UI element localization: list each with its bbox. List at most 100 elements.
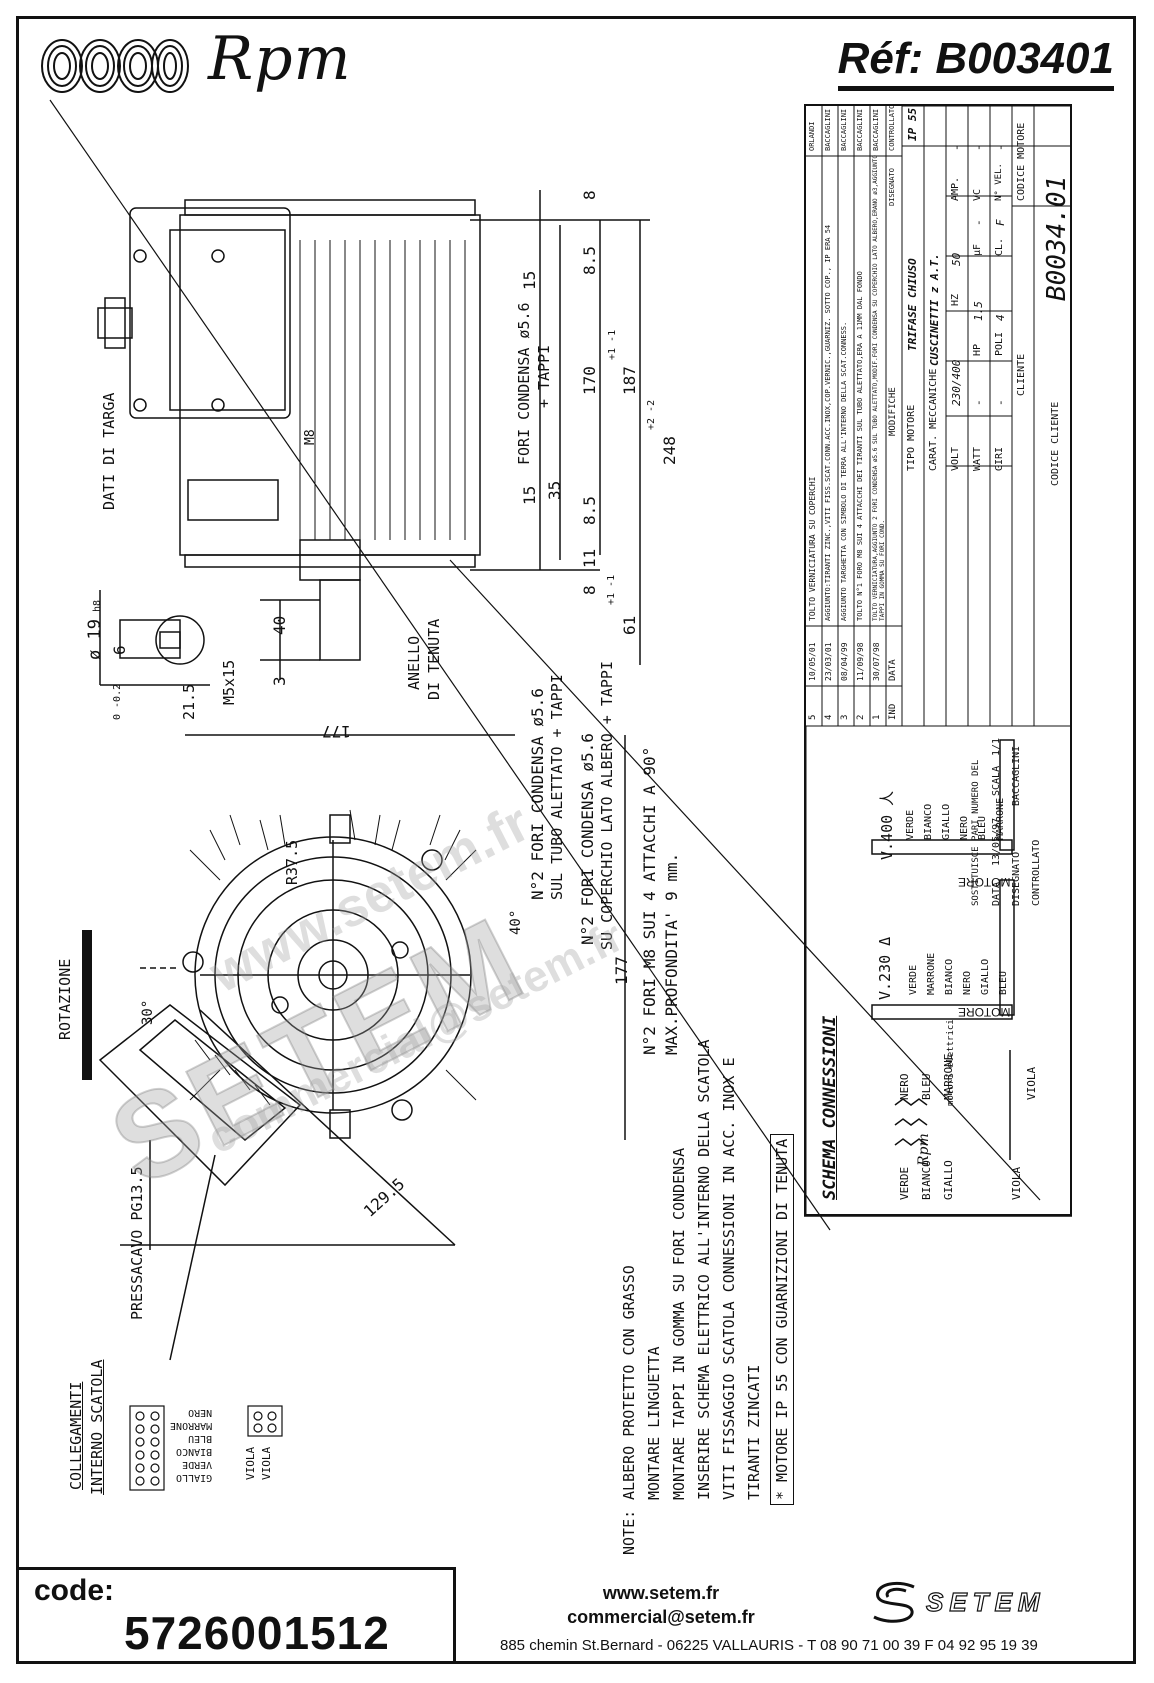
- wire-label: BIANCO: [176, 1446, 213, 1457]
- mod-by: BACCAGLINI: [856, 108, 864, 151]
- footer-address: 885 chemin St.Bernard - 06225 VALLAURIS …: [500, 1637, 1038, 1654]
- dim-40: 40: [270, 615, 289, 635]
- title-block-brand-sub: motori elettrici: [946, 1019, 956, 1106]
- mod-text: TOLTO N°1 FORO M8 SUI 4 ATTACCHI DEI TIR…: [856, 271, 864, 621]
- code-label: code:: [34, 1574, 115, 1607]
- code-value: 5726001512: [124, 1607, 390, 1659]
- mod-date: 10/05/01: [808, 642, 817, 681]
- label-tubo-alettato: SUL TUBO ALETTATO + TAPPI: [548, 674, 566, 900]
- nvel-label: N° VEL.: [994, 163, 1004, 201]
- title-block-brand: Rpm: [916, 1133, 932, 1166]
- disegnato-value: BACCAGLINI: [1011, 745, 1022, 806]
- footer-email-link[interactable]: commercial@setem.fr: [567, 1607, 755, 1627]
- note-line: TIRANTI ZINCATI: [745, 1364, 763, 1500]
- tipo-motore: TRIFASE CHIUSO: [906, 258, 919, 351]
- hz-label: HZ: [950, 293, 961, 306]
- hz-value: 50: [950, 252, 963, 266]
- label-rotazione: ROTAZIONE: [56, 958, 74, 1040]
- dim-r37-5: R37.5: [283, 839, 301, 885]
- footer-web-link[interactable]: www.setem.fr: [602, 1583, 720, 1603]
- dim-8-5-low: 8.5: [580, 496, 599, 525]
- mod-by: BACCAGLINI: [824, 108, 832, 151]
- hp-label: HP: [972, 343, 983, 356]
- controllato-label: CONTROLLATO: [1031, 839, 1042, 906]
- disegnato-label: DISEGNATO: [1011, 851, 1022, 906]
- giri-label: GIRI: [994, 446, 1005, 471]
- label-tappi: + TAPPI: [535, 344, 553, 408]
- collegamenti-subtitle: INTERNO SCATOLA: [88, 1359, 106, 1495]
- mod-date: 08/04/99: [840, 642, 849, 681]
- mod-text: TOLTO VERNICIATURA SU COPERCHI: [808, 476, 817, 622]
- mod-by: ORLANDI: [808, 121, 816, 151]
- dim-187-tol: +1 -1: [607, 329, 618, 360]
- ip-rating: IP 55: [906, 107, 919, 141]
- label-fori-tubo: N°2 FORI CONDENSA ø5.6: [528, 688, 547, 900]
- poli-value: 4: [994, 314, 1007, 321]
- mod-header-controllato: CONTROLLATO: [888, 104, 896, 151]
- data-value: 13/05/97: [991, 817, 1002, 866]
- carat-label: CARAT. MECCANICHE: [928, 368, 939, 471]
- terminal-block-icon: [129, 1405, 283, 1491]
- dim-35: 35: [545, 480, 564, 500]
- scala-label: SCALA: [991, 765, 1002, 796]
- note-line: ALBERO PROTETTO CON GRASSO: [620, 1265, 638, 1500]
- codice-cliente-label: CODICE CLIENTE: [1050, 401, 1061, 486]
- wire-label: GIALLO: [176, 1472, 213, 1483]
- uf-label: µF: [972, 243, 983, 256]
- mod-n: 3: [840, 714, 850, 720]
- setem-swirl-icon: [873, 1581, 915, 1623]
- drawing-sheet: [16, 16, 1136, 1664]
- nvel-value: -: [994, 144, 1007, 151]
- vc-label: VC: [972, 188, 983, 201]
- mod-text: AGGIUNTO:TIRANTI ZINC.,VITI FISS.SCAT.CO…: [824, 224, 832, 621]
- label-fori-m8: N°2 FORI M8 SUI 4 ATTACCHI A 90°: [640, 746, 659, 1055]
- wire-label: BLEU: [188, 1433, 213, 1444]
- rpm-logo: Rpm: [40, 24, 370, 108]
- mod-by: BACCAGLINI: [840, 108, 848, 151]
- dim-8-5-top: 8.5: [580, 246, 599, 275]
- collegamenti-title: COLLEGAMENTI: [67, 1381, 85, 1490]
- vc-value: -: [972, 144, 985, 151]
- title-block: 5 10/05/01 TOLTO VERNICIATURA SU COPERCH…: [804, 104, 1072, 1216]
- dim-248-tol: +2 -2: [646, 399, 657, 430]
- note-line: VITI FISSAGGIO SCATOLA CONNESSIONI IN AC…: [720, 1057, 738, 1500]
- volt-label: VOLT: [950, 446, 961, 471]
- note-line: INSERIRE SCHEMA ELETTRICO ALL'INTERNO DE…: [695, 1039, 713, 1500]
- cl-value: F: [994, 219, 1007, 226]
- dim-21-5: 21.5: [180, 683, 198, 720]
- dim-61: 61: [620, 615, 639, 635]
- sostituisce-label: SOSTITUISCE PARI NUMERO DEL: [971, 759, 981, 906]
- collegamenti-wire-list: GIALLO VERDE BIANCO BLEU MARRONE NERO: [170, 1406, 212, 1484]
- dim-3: 3: [270, 676, 289, 686]
- setem-wordmark: SETEM: [925, 1586, 1046, 1617]
- uf-value: -: [972, 219, 985, 226]
- dim-15-low: 15: [520, 485, 539, 505]
- dim-11: 11: [580, 548, 599, 568]
- hp-value: 1.5: [972, 301, 985, 321]
- note-line: MONTARE TAPPI IN GOMMA SU FORI CONDENSA: [670, 1147, 688, 1500]
- cl-label: CL.: [994, 237, 1005, 256]
- poli-label: POLI: [994, 331, 1005, 356]
- dim-15-top: 15: [520, 270, 539, 290]
- amp-label: AMP.: [950, 176, 961, 201]
- label-max-profondita: MAX.PROFONDITA' 9 mm.: [662, 852, 681, 1055]
- mod-by: BACCAGLINI: [872, 108, 880, 151]
- mod-n: 5: [808, 714, 818, 720]
- label-anello: ANELLO: [405, 635, 423, 690]
- reference-number: Réf: B003401: [837, 34, 1114, 91]
- dim-21-5-tol: 0 -0.2: [112, 683, 123, 720]
- dim-8-top: 8: [580, 190, 599, 200]
- mod-n: 2: [856, 714, 866, 720]
- dim-angle-30: 30°: [140, 999, 156, 1025]
- brand-name: Rpm: [208, 24, 352, 94]
- amp-value: -: [950, 144, 963, 151]
- dim-6: 6: [110, 645, 129, 655]
- mod-date: 30/07/98: [872, 642, 881, 681]
- label-dati-targa: DATI DI TARGA: [100, 392, 118, 510]
- carat-meccaniche: CUSCINETTI z A.T.: [928, 253, 941, 366]
- label-fori-condensa-top: FORI CONDENSA ø5.6: [515, 302, 533, 465]
- dim-170: 170: [580, 366, 599, 395]
- dim-8-low: 8: [580, 585, 599, 595]
- setem-logo: SETEM: [866, 1577, 1126, 1627]
